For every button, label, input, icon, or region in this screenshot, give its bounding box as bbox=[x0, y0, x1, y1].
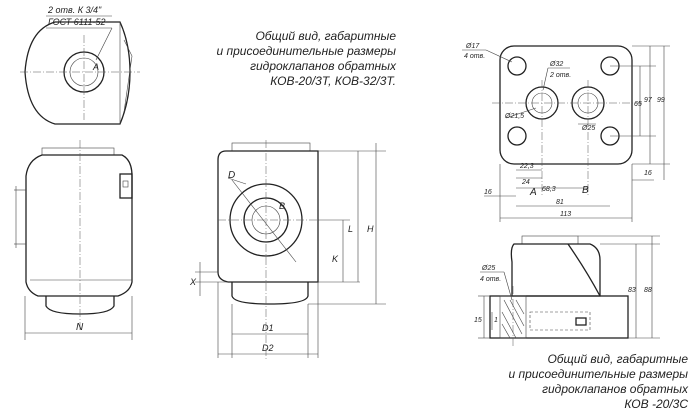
caption-bottom-line1: Общий вид, габаритные bbox=[547, 352, 688, 366]
view-side-bottom-right: Ø25 4 отв. 15 1 83 88 bbox=[474, 235, 660, 346]
label-phi17: Ø17 bbox=[465, 43, 480, 50]
view-front: D B X K L H D1 D2 bbox=[189, 140, 386, 360]
label-113: 113 bbox=[560, 211, 571, 218]
label-a-right: A bbox=[529, 187, 537, 198]
label-24: 24 bbox=[521, 179, 530, 186]
label-k: K bbox=[332, 254, 339, 264]
label-22: 22,3 bbox=[519, 163, 534, 170]
label-a-top: A bbox=[92, 62, 99, 72]
label-holes2: 2 отв. bbox=[549, 72, 571, 79]
label-d2: D2 bbox=[262, 343, 274, 353]
view-top-left: 2 отв. К 3/4" ГОСТ 6111-52 A bbox=[20, 5, 140, 125]
label-l: L bbox=[348, 224, 353, 234]
caption-bottom-line2: и присоединительные размеры bbox=[508, 367, 688, 381]
caption-bottom: Общий вид, габаритные и присоединительны… bbox=[474, 352, 688, 412]
label-b: B bbox=[279, 201, 285, 211]
caption-top-line1: Общий вид, габаритные bbox=[255, 29, 396, 43]
label-phi32: Ø32 bbox=[549, 61, 563, 68]
label-83: 83 bbox=[628, 287, 636, 294]
label-88: 88 bbox=[644, 287, 652, 294]
caption-top: Общий вид, габаритные и присоединительны… bbox=[196, 29, 396, 89]
label-x: X bbox=[189, 277, 197, 287]
label-b-right: B bbox=[582, 185, 589, 196]
caption-bottom-line3: гидроклапанов обратных bbox=[542, 382, 688, 396]
view-body-left: N bbox=[14, 140, 133, 340]
label-81: 81 bbox=[556, 199, 564, 206]
label-16v: 16 bbox=[644, 170, 652, 177]
label-d1: D1 bbox=[262, 323, 274, 333]
label-16: 16 bbox=[484, 189, 492, 196]
label-n: N bbox=[76, 322, 84, 333]
label-d: D bbox=[228, 170, 235, 181]
label-97: 97 bbox=[644, 97, 653, 104]
label-holes4b: 4 отв. bbox=[480, 276, 501, 283]
caption-top-line3: гидроклапанов обратных bbox=[250, 59, 396, 73]
caption-top-line4: КОВ-20/3Т, КОВ-32/3Т. bbox=[270, 74, 396, 88]
view-plan-right: Ø17 4 отв. Ø32 2 отв. Ø21,5 Ø25 22,3 24 … bbox=[462, 43, 670, 222]
label-1v: 1 bbox=[494, 317, 498, 324]
label-phi25b: Ø25 bbox=[481, 265, 495, 272]
thread-label: 2 отв. К 3/4" bbox=[47, 5, 102, 15]
caption-top-line2: и присоединительные размеры bbox=[216, 44, 396, 58]
label-phi21: Ø21,5 bbox=[504, 113, 524, 120]
label-99: 99 bbox=[657, 97, 665, 104]
label-holes4: 4 отв. bbox=[464, 53, 485, 60]
label-h: H bbox=[367, 224, 374, 234]
caption-bottom-line4: КОВ -20/3С bbox=[624, 397, 688, 411]
label-phi25: Ø25 bbox=[581, 125, 595, 132]
gost-label: ГОСТ 6111-52 bbox=[48, 17, 106, 27]
label-15: 15 bbox=[474, 317, 482, 324]
label-65: 65 bbox=[634, 101, 642, 108]
label-a-dist: 68,3 bbox=[542, 186, 556, 193]
